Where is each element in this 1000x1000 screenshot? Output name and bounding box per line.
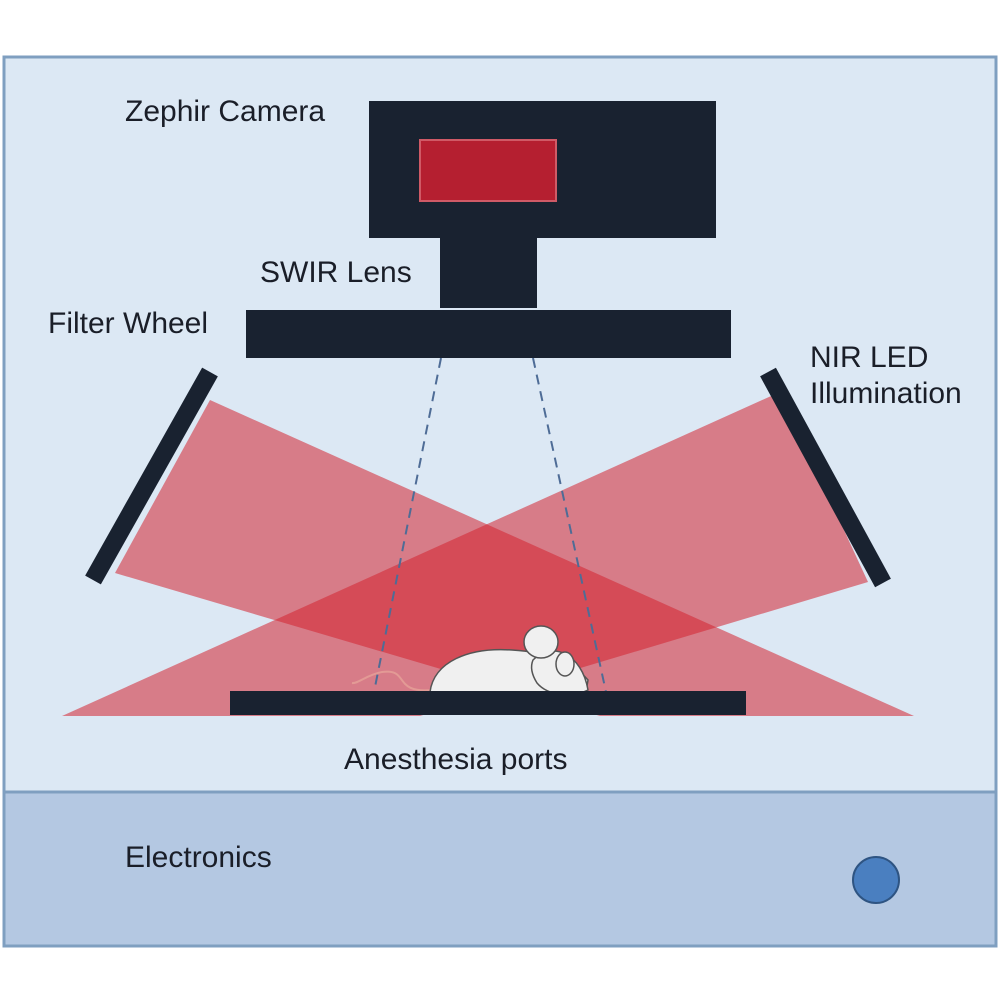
right-light-beam xyxy=(62,392,868,716)
nir-led-label: NIR LED Illumination xyxy=(810,341,962,410)
camera-sensor xyxy=(419,139,557,202)
field-of-view-left xyxy=(373,357,442,693)
electronics-compartment xyxy=(2,790,998,948)
mouse-icon xyxy=(351,625,589,696)
anesthesia-ports-label: Anesthesia ports xyxy=(344,743,568,776)
left-led-panel xyxy=(85,367,218,585)
anesthesia-platform xyxy=(230,691,746,715)
lens-label: SWIR Lens xyxy=(260,256,412,289)
swir-lens xyxy=(440,238,537,308)
field-of-view-right xyxy=(532,357,607,693)
camera-label: Zephir Camera xyxy=(125,95,326,128)
indicator-button[interactable] xyxy=(852,856,900,904)
filter-wheel-label: Filter Wheel xyxy=(48,307,209,340)
filter-wheel xyxy=(246,310,731,358)
right-led-panel xyxy=(760,367,891,588)
electronics-label: Electronics xyxy=(125,841,272,874)
